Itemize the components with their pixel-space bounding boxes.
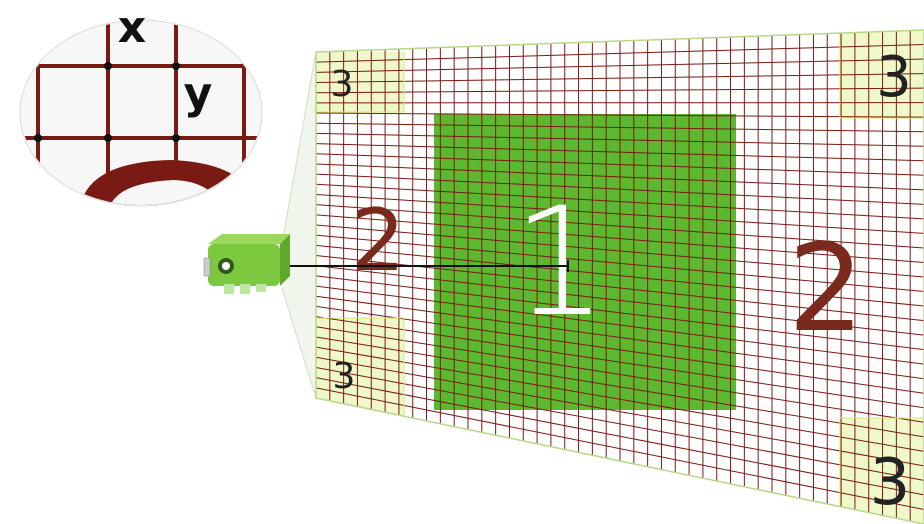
zone-label-middle-right: 2: [788, 220, 864, 359]
zone-label-corner-bottom-right: 3: [870, 446, 911, 520]
inset-label-y: y: [184, 68, 213, 119]
zone-label-center: 1: [512, 176, 607, 350]
camera-sensor-icon: [204, 234, 290, 294]
zone-label-corner-bottom-left: 3: [333, 356, 356, 397]
zone-label-middle-left: 2: [351, 191, 406, 291]
inset-label-x: x: [118, 2, 146, 53]
zoom-inset: x y: [20, 2, 262, 210]
zone-label-corner-top-left: 3: [331, 64, 354, 105]
field-of-view-cone: [282, 52, 316, 398]
zone-label-corner-top-right: 3: [876, 45, 912, 110]
